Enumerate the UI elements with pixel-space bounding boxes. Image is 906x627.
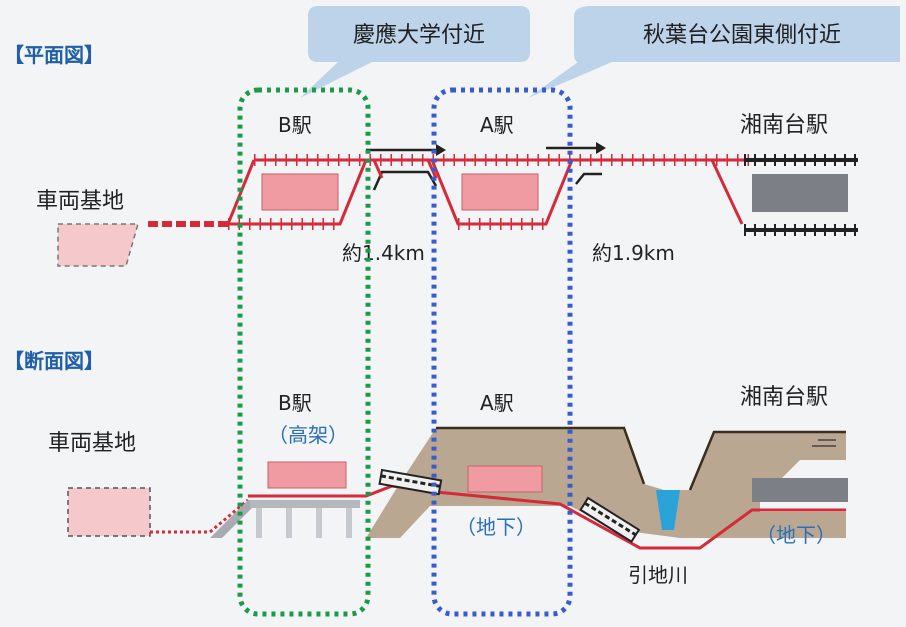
callout-akibadai: 秋葉台公園東側付近: [528, 6, 900, 98]
section-station-a-type: （地下）: [456, 515, 536, 539]
section-train-2: [579, 496, 641, 544]
section-water-mark: [812, 439, 836, 447]
callout-akibadai-text: 秋葉台公園東側付近: [643, 23, 841, 48]
section-station-b-platform: [267, 461, 347, 489]
section-ground: [62, 428, 846, 538]
plan-shonandai-platform: [752, 174, 848, 212]
plan-arrow-1: [366, 144, 446, 156]
plan-shonandai-label: 湘南台駅: [740, 113, 828, 138]
plan-crossover-a: [575, 172, 602, 185]
plan-crossover-link-1: [372, 159, 384, 179]
section-depot-label: 車両基地: [48, 431, 136, 456]
plan-depot-area: [57, 223, 139, 267]
callout-keio-text: 慶應大学付近: [353, 22, 485, 48]
plan-shonandai-branch: [710, 159, 744, 225]
section-train-1: [378, 468, 443, 496]
plan-crossover-b: [372, 170, 438, 191]
callout-keio: 慶應大学付近: [300, 6, 530, 98]
plan-station-b-label: B駅: [278, 113, 312, 137]
frame-station-b: [237, 87, 371, 617]
section-station-a-label: A駅: [480, 391, 514, 415]
section-shonandai-platform: [752, 478, 848, 502]
section-shonandai-type: （地下）: [756, 523, 836, 547]
section-shonandai-label: 湘南台駅: [740, 385, 828, 410]
section-ground-edge-2: [688, 430, 846, 491]
plan-station-a-loop: [430, 159, 574, 230]
plan-distance-1: 約1.4km: [342, 241, 425, 265]
section-ground-edge-1: [436, 426, 646, 485]
section-section-title: 【断面図】: [4, 349, 104, 373]
plan-station-b-platform: [261, 173, 339, 211]
section-river: [656, 490, 680, 530]
plan-station-a-platform: [461, 173, 539, 211]
section-track: [248, 484, 846, 550]
section-station-b-type: （高架）: [268, 423, 348, 447]
plan-depot-label: 車両基地: [36, 189, 124, 214]
plan-arrow-2: [546, 142, 606, 154]
plan-station-a-label: A駅: [480, 113, 514, 137]
plan-station-b-loop: [225, 159, 368, 230]
plan-section-title: 【平面図】: [4, 43, 104, 67]
section-station-b-label: B駅: [278, 391, 312, 415]
section-river-label: 引地川: [628, 563, 688, 587]
frame-station-a: [431, 87, 573, 617]
plan-distance-2: 約1.9km: [592, 241, 675, 265]
section-viaduct: [210, 500, 360, 538]
plan-shonandai-tracks: [744, 154, 858, 236]
section-station-a-platform: [467, 465, 543, 493]
section-depot-spur: [150, 498, 249, 534]
section-depot-area: [67, 487, 151, 537]
